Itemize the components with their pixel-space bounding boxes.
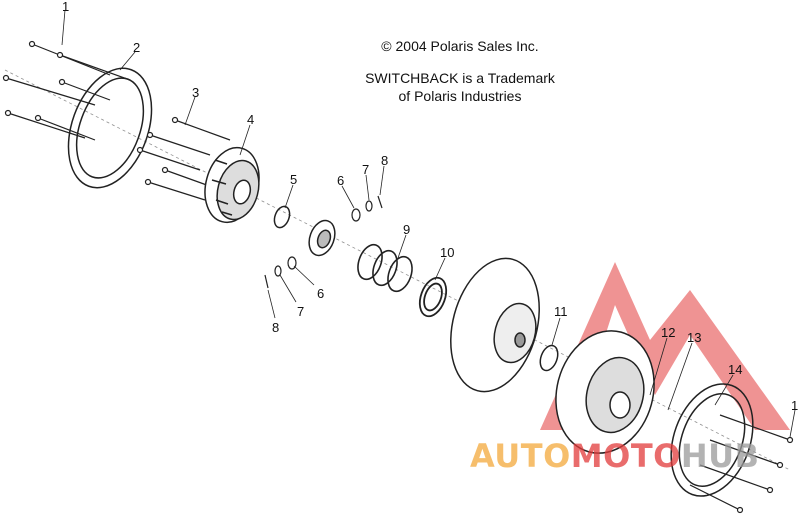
callout-8-upper: 8 xyxy=(381,153,388,168)
callout-2: 2 xyxy=(133,40,140,55)
callout-10: 10 xyxy=(440,245,454,260)
trademark-line-1: SWITCHBACK is a Trademark xyxy=(365,70,555,86)
callout-leaders xyxy=(61,9,796,438)
fixed-sheave xyxy=(555,330,655,454)
watermark-part-hub: HUB xyxy=(680,437,760,475)
watermark-part-moto: MOTO xyxy=(570,437,681,475)
callout-5: 5 xyxy=(290,172,297,187)
copyright-notice: © 2004 Polaris Sales Inc. xyxy=(381,38,539,54)
callout-1-right: 1 xyxy=(791,398,798,413)
cover-gasket-ring xyxy=(67,67,153,189)
watermark-part-auto: AUTO xyxy=(470,437,571,475)
callout-9: 9 xyxy=(403,222,410,237)
callout-7-lower: 7 xyxy=(297,304,304,319)
callout-13: 13 xyxy=(687,330,701,345)
moveable-sheave xyxy=(450,257,540,393)
callout-3: 3 xyxy=(192,85,199,100)
callout-12: 12 xyxy=(661,325,675,340)
spring-9 xyxy=(357,243,413,293)
bearing-6 xyxy=(308,219,336,257)
callout-11: 11 xyxy=(554,304,568,319)
callout-14: 14 xyxy=(728,362,742,377)
spider-housing xyxy=(204,146,260,224)
bolt-set-left xyxy=(2,40,131,141)
callout-1-top: 1 xyxy=(62,0,69,14)
callout-7-upper: 7 xyxy=(362,162,369,177)
washer-set-upper xyxy=(351,195,383,222)
callout-8-lower: 8 xyxy=(272,320,279,335)
watermark-brand-text: AUTOMOTOHUB xyxy=(470,437,760,475)
washer-11 xyxy=(539,344,559,372)
callout-4: 4 xyxy=(247,112,254,127)
bushing-ring-10 xyxy=(418,276,448,318)
bolt-set-right xyxy=(689,414,794,514)
callout-6-upper: 6 xyxy=(337,173,344,188)
snap-ring-5 xyxy=(273,205,291,229)
callout-6-lower: 6 xyxy=(317,286,324,301)
washer-set-lower xyxy=(264,256,297,289)
trademark-line-2: of Polaris Industries xyxy=(398,88,522,104)
